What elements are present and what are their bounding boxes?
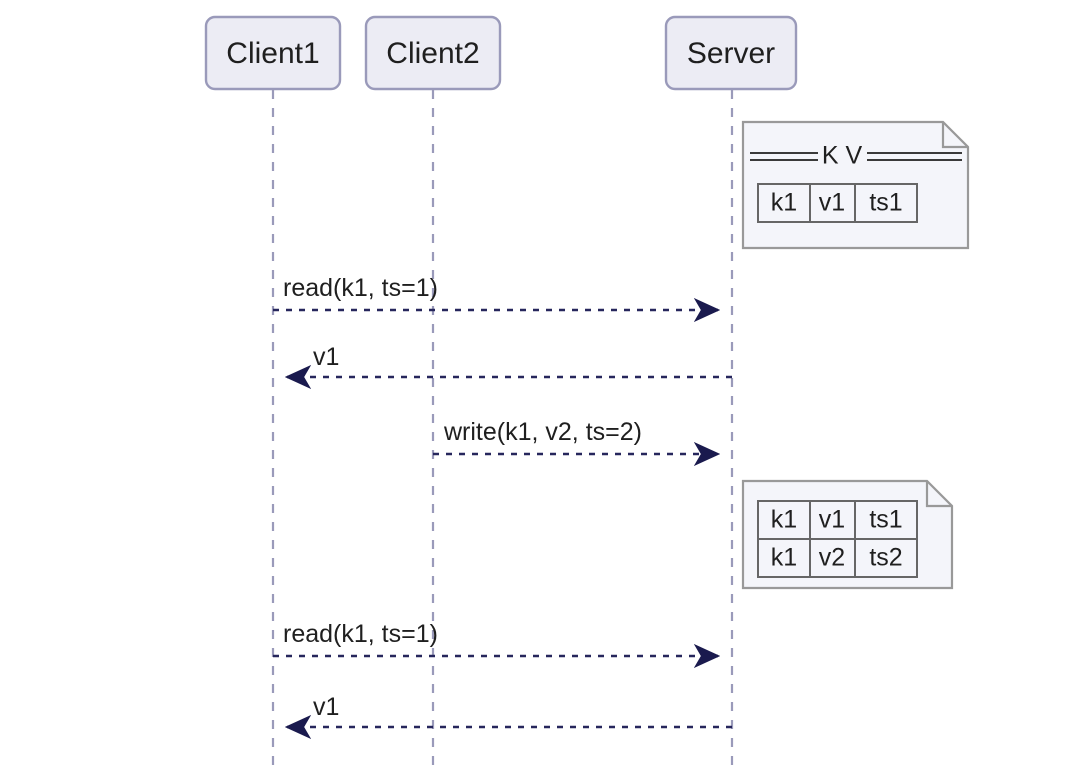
table-cell-text: v1 <box>819 189 845 217</box>
table-cell-text: v1 <box>819 506 845 534</box>
message-label: v1 <box>313 343 339 371</box>
table-cell <box>854 500 918 540</box>
participant-client1[interactable]: Client1 <box>204 15 342 91</box>
participant-box[interactable] <box>364 15 502 91</box>
table-cell <box>757 183 811 223</box>
participant-label: Client1 <box>226 37 319 70</box>
message-label: read(k1, ts=1) <box>283 620 438 648</box>
table-cell-text: k1 <box>771 189 797 217</box>
message-label: read(k1, ts=1) <box>283 274 438 302</box>
table-cell-text: v2 <box>819 544 845 572</box>
table-cell-text: k1 <box>771 544 797 572</box>
participant-box[interactable] <box>664 15 798 91</box>
message-read-2: read(k1, ts=1) <box>273 620 721 669</box>
table-cell <box>854 538 918 578</box>
table-cell <box>757 538 811 578</box>
message-reply-v1-first: v1 <box>284 343 732 390</box>
table-cell-text: ts2 <box>869 544 902 572</box>
message-label: write(k1, v2, ts=2) <box>443 418 642 446</box>
lifelines <box>271 90 734 767</box>
note-table: k1 v1 ts1 k1 v2 ts2 <box>757 500 918 578</box>
table-cell <box>809 183 856 223</box>
message-label: v1 <box>313 693 339 721</box>
participant-label: Server <box>687 37 775 70</box>
note-header-rule <box>750 152 962 161</box>
table-cell-text: ts1 <box>869 189 902 217</box>
note-table: k1 v1 ts1 <box>757 183 918 223</box>
note-fold-icon <box>925 481 952 508</box>
message-write: write(k1, v2, ts=2) <box>433 418 721 467</box>
participant-label: Client2 <box>386 37 479 70</box>
participant-box[interactable] <box>204 15 342 91</box>
note-header-label: K V <box>822 142 863 170</box>
message-reply-v1-second: v1 <box>284 693 732 740</box>
message-read-1: read(k1, ts=1) <box>273 274 721 323</box>
table-cell-text: k1 <box>771 506 797 534</box>
participant-server[interactable]: Server <box>664 15 798 91</box>
participant-client2[interactable]: Client2 <box>364 15 502 91</box>
note-fold-icon <box>941 122 968 149</box>
table-cell-text: ts1 <box>869 506 902 534</box>
note-kv-after-write: k1 v1 ts1 k1 v2 ts2 <box>741 479 954 590</box>
note-kv-initial: K V k1 v1 ts1 <box>741 120 970 250</box>
table-cell <box>854 183 918 223</box>
